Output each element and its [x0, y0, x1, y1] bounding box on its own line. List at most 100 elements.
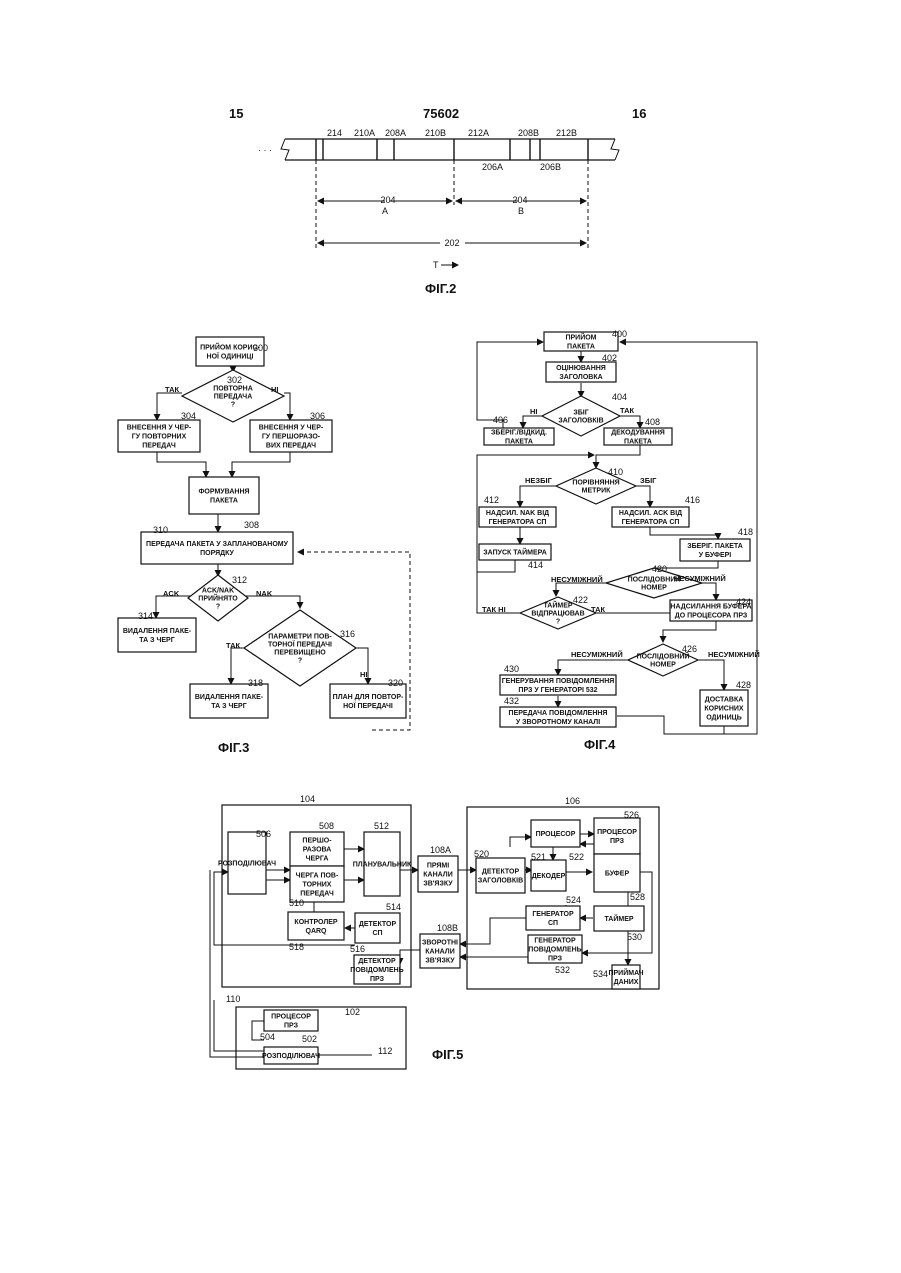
fig3-ref-r306: 306 — [310, 411, 325, 421]
label-yes: ТАК — [165, 385, 180, 394]
fig5-ref-r508: 508 — [319, 821, 334, 831]
block-text-line: РАЗОВА — [303, 847, 332, 854]
connector-line — [210, 870, 264, 1057]
block-text-line: ВИХ ПЕРЕДАЧ — [266, 443, 316, 450]
block-text-line: ПРИЙНЯТО — [198, 594, 238, 603]
fig5-ref-r528: 528 — [630, 892, 645, 902]
block-text-line: НАДСИЛ. NAK ВІД — [486, 510, 549, 517]
block-text-line: ПРЗ — [370, 976, 385, 983]
block-text-line: БУФЕР — [605, 871, 630, 878]
box-start-timer-text: ЗАПУСК ТАЙМЕРА — [483, 548, 547, 557]
block-text-line: ПЕРШО- — [302, 838, 332, 845]
connector-line — [520, 486, 556, 507]
fig4-caption: ФІГ.4 — [584, 737, 616, 752]
fig4-ref-r416: 416 — [685, 495, 700, 505]
span-a-ref: 204 — [380, 195, 395, 205]
fig5-ref-r520: 520 — [474, 849, 489, 859]
fig3-ref-r304: 304 — [181, 411, 196, 421]
fig3-ref-r316: 316 — [340, 629, 355, 639]
block-text-line: ДЕТЕКТОР — [359, 921, 397, 928]
fig5-ref-r512: 512 — [374, 821, 389, 831]
block-text-line: ДЕКОДЕР — [532, 873, 566, 880]
label-no: НІ — [271, 385, 279, 394]
block-text-line: ПРИЙОМ КОРИС- — [200, 343, 260, 352]
block-text-line: ? — [216, 604, 220, 611]
connector-line — [698, 660, 724, 690]
block-text-line: ПРЯМІ — [427, 863, 449, 870]
connector-line — [232, 452, 290, 477]
block-text-line: ТОРНОЇ ПЕРЕДАЧІ — [268, 641, 332, 649]
block-text-line: РОЗПОДІЛЮВАЧ — [218, 861, 276, 868]
fig5-ref-r522: 522 — [569, 852, 584, 862]
label-no: НІ — [530, 407, 538, 416]
block-text-line: ТОРНИХ — [303, 882, 332, 889]
span-a-letter: A — [382, 206, 388, 216]
block-text-line: ? — [298, 658, 302, 665]
block-text-line: ПРЗ — [548, 956, 563, 963]
fig4-ref-r402: 402 — [602, 353, 617, 363]
connector-line — [510, 837, 531, 847]
fig2-ref-4: 212A — [468, 128, 489, 138]
connector-line — [284, 393, 290, 420]
block-text-line: ПЛАНУВАЛЬНИК — [353, 862, 412, 869]
block-text-line: ? — [556, 619, 560, 626]
block-text-line: ГЕНЕРАТОР — [532, 911, 574, 918]
fig5-ref-r112: 112 — [378, 1046, 392, 1056]
box-deliver-payload-text: ДОСТАВКАКОРИСНИХОДИНИЦЬ — [704, 697, 744, 722]
block-text-line: ПОРІВНЯННЯ — [572, 480, 619, 487]
block-prz-processor — [594, 818, 640, 854]
label-yes: ТАК — [620, 406, 635, 415]
fig5-ref-r524: 524 — [566, 895, 581, 905]
connector-line — [231, 648, 244, 684]
connector-line — [460, 918, 526, 944]
block-text-line: ПОРЯДКУ — [200, 550, 234, 557]
connector-line — [650, 527, 718, 539]
label-non-contiguous: НЕСУМІЖНИЙ — [551, 575, 603, 584]
fig4-ref-r418: 418 — [738, 527, 753, 537]
box-transmit-packet — [141, 532, 293, 564]
block-text-line: ПАКЕТА — [567, 344, 595, 351]
label-no: НІ — [360, 670, 368, 679]
fig2-ref-5: 208B — [518, 128, 539, 138]
label-no-match: НЕЗБІГ — [525, 476, 553, 485]
total-span-ref: 202 — [444, 238, 459, 248]
block-text-line: ПРЗ — [610, 838, 625, 845]
block-scheduler-text: ПЛАНУВАЛЬНИК — [353, 862, 412, 869]
block-text-line: ТАЙМЕР — [543, 601, 572, 610]
block-text-line: ВІДПРАЦЮВАВ — [531, 611, 584, 618]
block-text-line: ВИДАЛЕННЯ ПАКЕ- — [195, 694, 264, 701]
block-forward-channels-text: ПРЯМІКАНАЛИЗВ'ЯЗКУ — [423, 863, 453, 888]
fig3-ref-r302: 302 — [227, 375, 242, 385]
connector-line — [663, 621, 716, 642]
block-text-line: ПЕРЕДАЧА — [214, 394, 253, 401]
connector-line — [617, 342, 757, 734]
label-ack: ACK — [163, 589, 180, 598]
block-text-line: КАНАЛИ — [423, 872, 452, 879]
block-text-line: РОЗПОДІЛЮВАЧ — [262, 1053, 320, 1060]
connector-line — [620, 416, 640, 428]
block-text-line: ЗВ'ЯЗКУ — [425, 958, 455, 965]
span-b-letter: B — [518, 206, 524, 216]
fig2-ref-8: 206B — [540, 162, 561, 172]
fig4-ref-r432: 432 — [504, 696, 519, 706]
fig5-ref-r510: 510 — [289, 898, 304, 908]
label-match: ЗБІГ — [640, 476, 657, 485]
block-text-line: ПРИЙОМ — [565, 333, 596, 342]
connector-line — [523, 416, 542, 428]
block-text-line: ДЕТЕКТОР — [358, 958, 396, 965]
block-text-line: ТА З ЧЕРГ — [211, 703, 246, 710]
block-text-line: ПЕРЕДАЧ — [142, 443, 176, 450]
block-decoder-text: ДЕКОДЕР — [532, 873, 566, 880]
block-text-line: ДЕКОДУВАННЯ — [611, 430, 665, 437]
fig4-ref-r412: 412 — [484, 495, 499, 505]
box-delete-packet-2 — [190, 684, 268, 718]
fig4-ref-r420: 420 — [652, 564, 667, 574]
label-yes-no: ТАК НІ — [482, 605, 506, 614]
fig2-ref-1: 210A — [354, 128, 375, 138]
connector-line — [281, 139, 289, 160]
block-text-line: ГУ ПОВТОРНИХ — [132, 434, 187, 441]
fig3-caption: ФІГ.3 — [218, 740, 249, 755]
block-text-line: НОМЕР — [641, 585, 667, 592]
connector-line — [214, 1000, 264, 1051]
